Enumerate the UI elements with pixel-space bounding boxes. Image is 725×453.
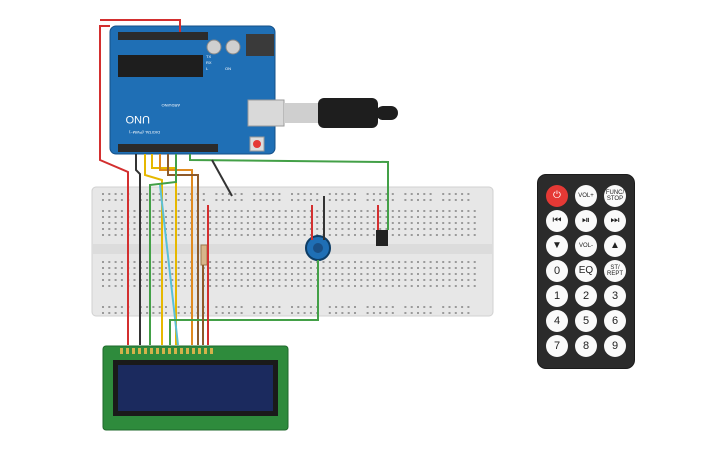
- wire-5v-red: [99, 25, 129, 345]
- potentiometer[interactable]: [305, 235, 331, 261]
- remote-button-vol-up[interactable]: VOL+: [575, 185, 597, 207]
- resistor: [200, 244, 208, 266]
- remote-button-play-pause[interactable]: ⏯: [575, 210, 597, 232]
- on-label: ON: [225, 66, 231, 71]
- usb-cable: [284, 98, 398, 128]
- power-jack: [246, 34, 274, 56]
- wire-ir-signal: [189, 154, 389, 230]
- wire-pot-green: [169, 260, 319, 345]
- remote-button-func-stop[interactable]: FUNC/ STOP: [604, 185, 626, 207]
- remote-button-next[interactable]: ⏭: [604, 210, 626, 232]
- wire-yellow-2: [151, 154, 177, 345]
- arduino-board-name: UNO: [125, 113, 150, 125]
- tx-label: TX: [206, 54, 211, 59]
- remote-button-eq[interactable]: EQ: [575, 260, 597, 282]
- reset-button[interactable]: [253, 140, 261, 148]
- remote-button-up[interactable]: ▲: [604, 235, 626, 257]
- remote-button-n7[interactable]: 7: [546, 335, 568, 357]
- remote-button-n6[interactable]: 6: [604, 310, 626, 332]
- ir-receiver[interactable]: [376, 230, 388, 246]
- capacitor-1: [206, 39, 222, 55]
- arduino-brand: ARDUINO: [162, 103, 180, 108]
- wires: [99, 19, 389, 346]
- usb-port: [247, 99, 285, 127]
- wire-gnd-black: [135, 154, 141, 345]
- digital-label: DIGITAL (PWM~): [128, 130, 160, 135]
- remote-button-n4[interactable]: 4: [546, 310, 568, 332]
- remote-button-n1[interactable]: 1: [546, 285, 568, 307]
- wire-black-gnd: [211, 159, 233, 197]
- lcd-screen: [118, 365, 273, 411]
- lcd-display[interactable]: [102, 345, 289, 431]
- remote-button-prev[interactable]: ⏮: [546, 210, 568, 232]
- rx-label: RX: [206, 60, 212, 65]
- wire-cyan: [159, 184, 179, 346]
- wire-red-top: [100, 19, 181, 32]
- remote-button-st-rept[interactable]: ST/ REPT: [604, 260, 626, 282]
- wire-brown: [167, 154, 199, 345]
- wire-yellow-1: [144, 154, 163, 345]
- remote-button-n2[interactable]: 2: [575, 285, 597, 307]
- digital-header: [118, 32, 208, 40]
- breadboard[interactable]: [91, 186, 494, 317]
- remote-button-down[interactable]: ▼: [546, 235, 568, 257]
- remote-button-n5[interactable]: 5: [575, 310, 597, 332]
- remote-button-n9[interactable]: 9: [604, 335, 626, 357]
- wire-green-1: [149, 154, 177, 345]
- arduino-uno-board[interactable]: UNO ARDUINO DIGITAL (PWM~) TX RX L ON: [109, 25, 285, 155]
- l-label: L: [206, 66, 209, 71]
- microcontroller-chip: [118, 55, 203, 77]
- remote-button-n3[interactable]: 3: [604, 285, 626, 307]
- capacitor-2: [225, 39, 241, 55]
- remote-button-n0[interactable]: 0: [546, 260, 568, 282]
- remote-button-n8[interactable]: 8: [575, 335, 597, 357]
- remote-button-power[interactable]: ⏻: [546, 185, 568, 207]
- remote-button-vol-down[interactable]: VOL-: [575, 235, 597, 257]
- power-analog-header: [118, 144, 218, 152]
